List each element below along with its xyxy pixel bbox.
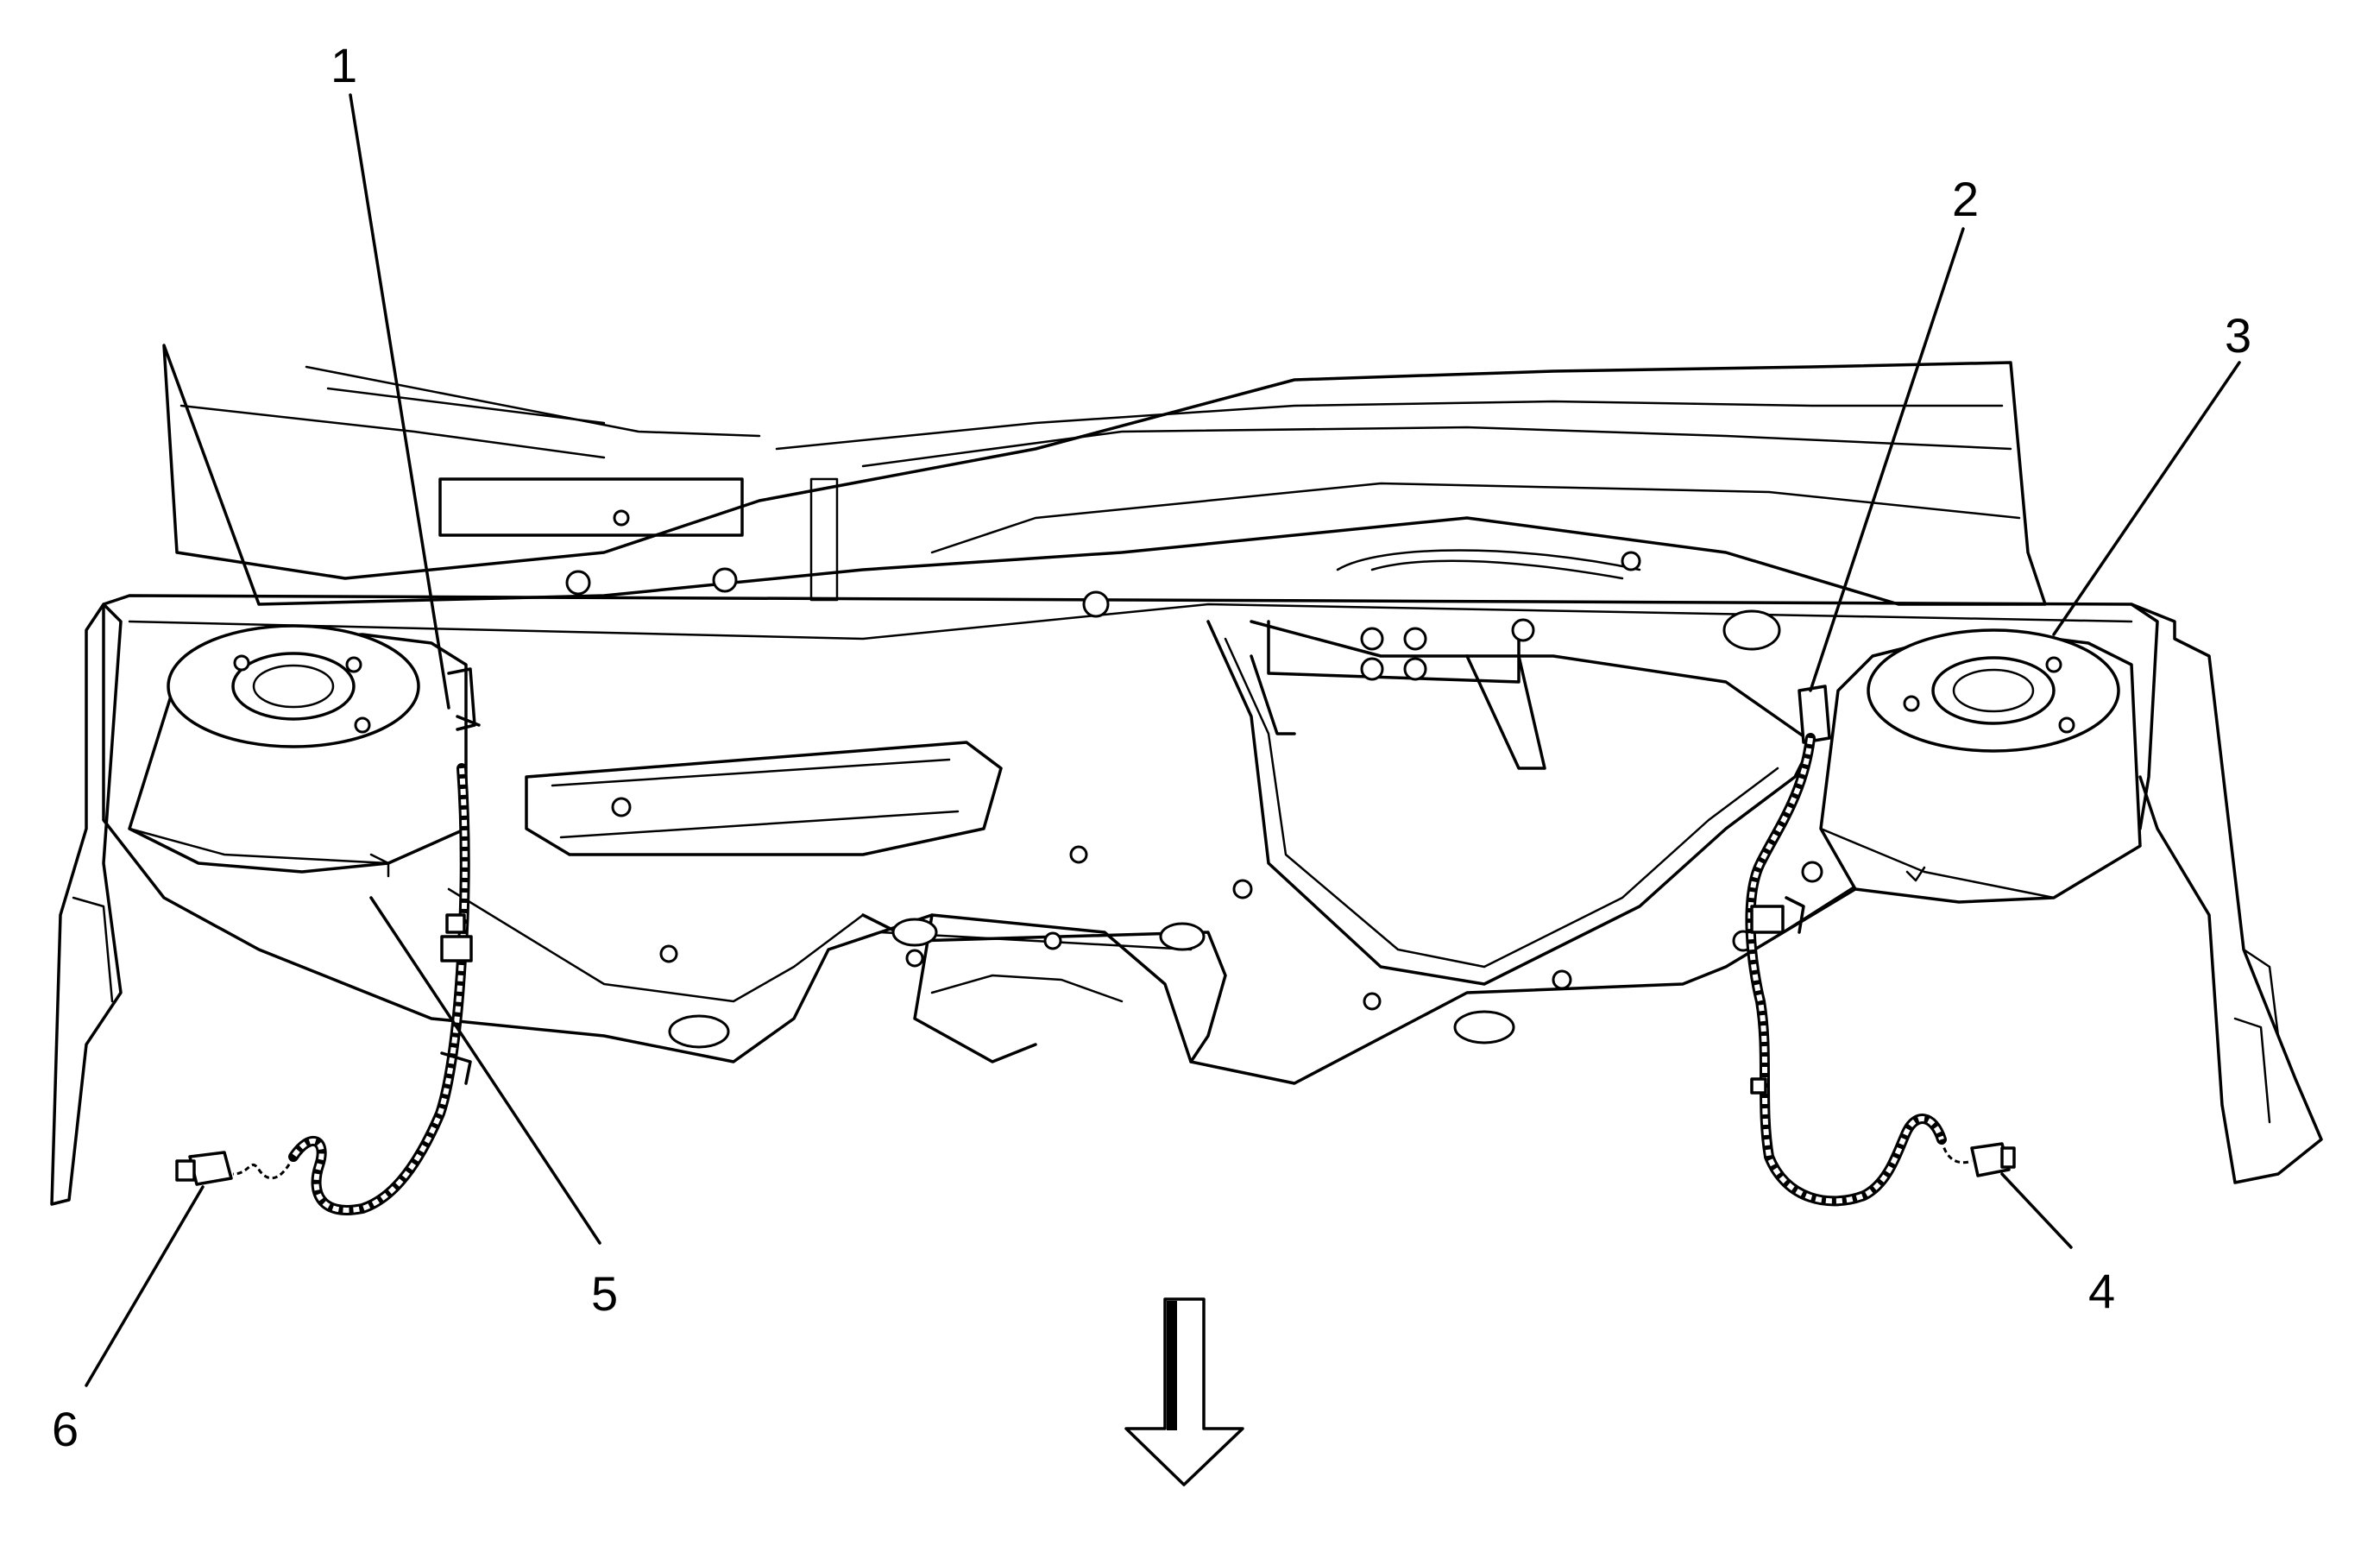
- callout-1: 1: [331, 38, 357, 92]
- callout-6: 6: [52, 1402, 79, 1456]
- lower-structure: [102, 594, 2159, 1085]
- left-quarter-panel: [50, 603, 481, 1206]
- right-quarter-panel: [1798, 603, 2323, 1184]
- left-harness: [175, 763, 473, 1215]
- callout-labels: 1 2 3 4 5 6: [52, 38, 2251, 1456]
- leader-lines: [85, 93, 2241, 1387]
- leader-1: [349, 93, 450, 710]
- rear-panel: [162, 344, 2047, 606]
- down-arrow-icon: [1124, 1297, 1244, 1486]
- right-harness: [1745, 733, 2016, 1207]
- leader-5: [369, 896, 601, 1245]
- leader-2: [1809, 227, 1965, 692]
- callout-3: 3: [2225, 308, 2251, 363]
- leader-4: [2000, 1172, 2073, 1249]
- mounting-holes: [565, 509, 1823, 1049]
- callout-5: 5: [591, 1266, 618, 1321]
- leader-6: [85, 1185, 205, 1387]
- callout-2: 2: [1952, 172, 1979, 226]
- leader-3: [2052, 361, 2241, 636]
- callout-4: 4: [2088, 1264, 2115, 1318]
